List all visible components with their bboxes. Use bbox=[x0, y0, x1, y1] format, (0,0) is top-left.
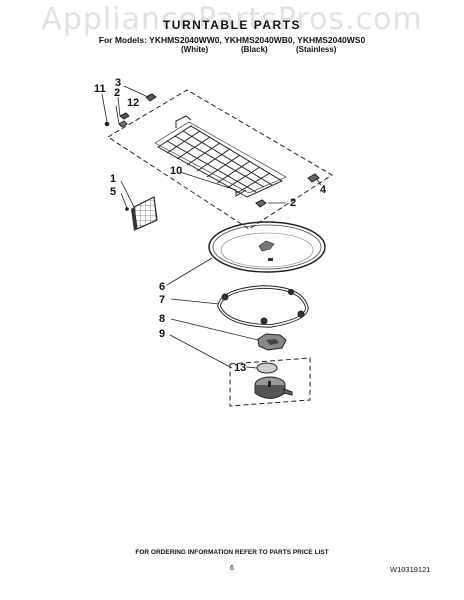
callout-11: 11 bbox=[94, 83, 106, 95]
callout-8: 8 bbox=[159, 313, 165, 325]
callout-7: 7 bbox=[159, 294, 165, 306]
rack-outline bbox=[107, 89, 333, 230]
roller-ring bbox=[217, 285, 309, 328]
ordering-note: FOR ORDERING INFORMATION REFER TO PARTS … bbox=[135, 549, 329, 556]
leader-lines bbox=[101, 85, 322, 369]
callout-1: 1 bbox=[110, 173, 116, 185]
filter-screw bbox=[125, 207, 129, 211]
lower-clip bbox=[255, 199, 267, 208]
callout-3: 3 bbox=[115, 77, 121, 89]
callout-2-top: 2 bbox=[114, 87, 120, 99]
glass-turntable bbox=[208, 221, 326, 273]
grease-filter bbox=[131, 196, 158, 231]
finish-white: (White) bbox=[181, 45, 209, 54]
callout-12: 12 bbox=[127, 97, 139, 109]
callout-9: 9 bbox=[159, 328, 165, 340]
callout-10: 10 bbox=[170, 165, 182, 177]
right-clip bbox=[307, 173, 320, 183]
callout-4: 4 bbox=[320, 184, 327, 196]
finish-black: (Black) bbox=[241, 45, 268, 54]
page-number: 6 bbox=[230, 565, 234, 572]
page-title: TURNTABLE PARTS bbox=[162, 18, 302, 32]
motor-assembly bbox=[229, 357, 311, 407]
wire-rack bbox=[154, 115, 287, 198]
callout-6: 6 bbox=[159, 281, 165, 293]
callout-13: 13 bbox=[234, 362, 246, 374]
finish-stainless: (Stainless) bbox=[296, 45, 337, 54]
turntable-coupler bbox=[257, 333, 287, 351]
rack-assembly bbox=[107, 89, 333, 230]
document-number: W10319121 bbox=[390, 565, 431, 574]
callout-5: 5 bbox=[110, 186, 116, 198]
callout-labels: 3 11 2 12 10 4 1 5 2 6 7 8 9 13 bbox=[94, 77, 327, 374]
watermark: AppliancePartsPros.com bbox=[41, 2, 423, 37]
rack-clips bbox=[104, 93, 157, 128]
callout-2-bottom: 2 bbox=[290, 197, 296, 209]
models-line: For Models: YKHMS2040WW0, YKHMS2040WB0, … bbox=[98, 35, 366, 45]
